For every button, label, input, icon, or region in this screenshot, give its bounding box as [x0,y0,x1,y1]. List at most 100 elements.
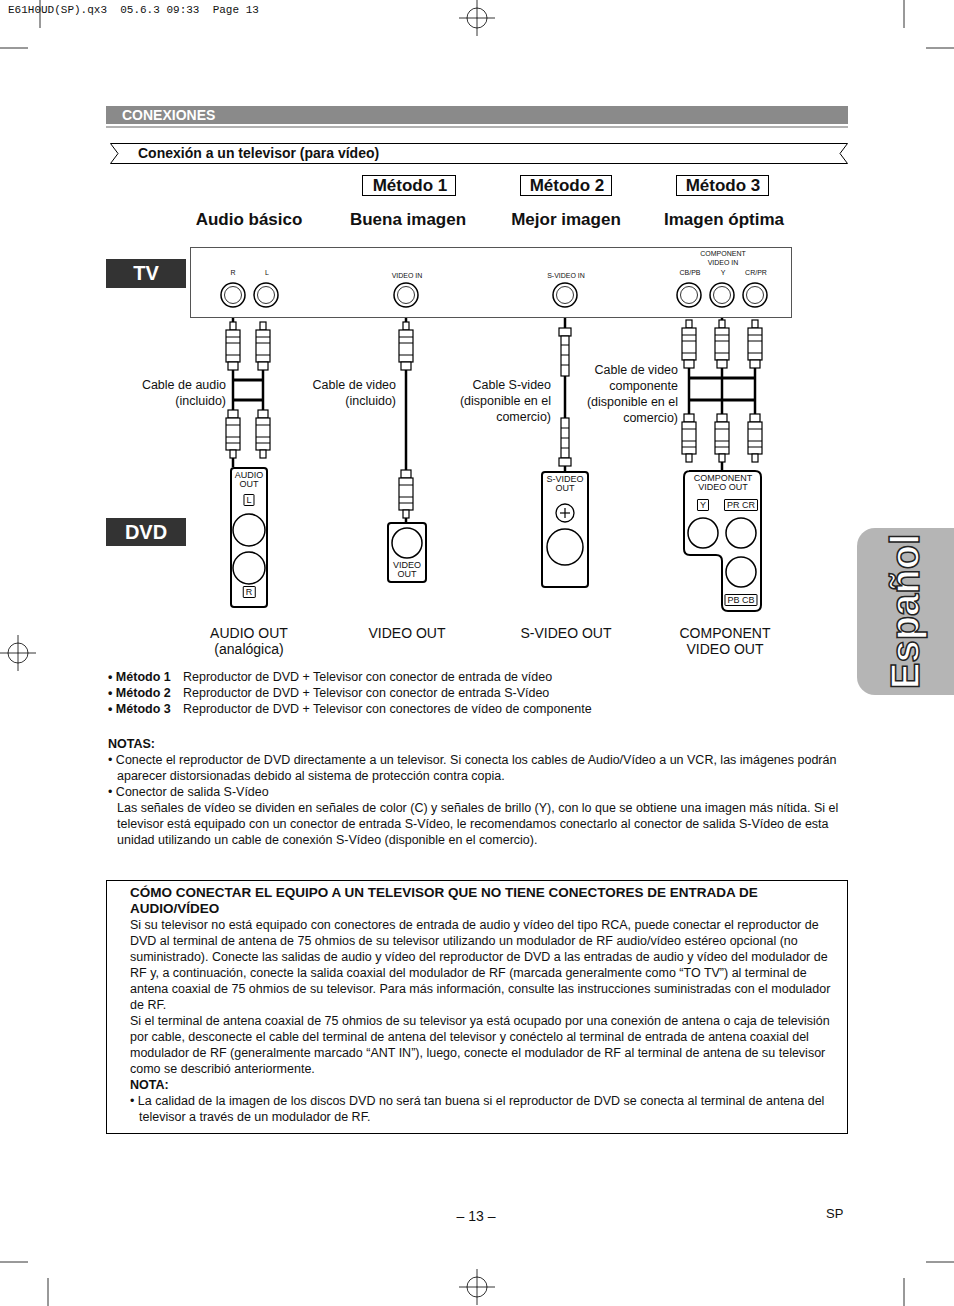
crop-mark [0,1262,28,1263]
cable-joint [689,399,755,402]
rule [106,126,848,128]
plug-tip [686,320,692,328]
tv-jack [747,287,764,304]
plug-tip [260,450,266,458]
cable-label: Cable de video componente (disponible en… [582,362,678,426]
method-box: Método 2 [520,175,612,196]
plug-band [226,337,240,338]
plug-band [715,335,729,336]
plug-band [256,425,270,426]
cable-wire [688,368,691,414]
plug-band [748,341,762,342]
plug-neck [684,360,694,368]
tv-jack [743,283,767,307]
plug-neck [401,362,411,370]
plug-band [682,353,696,354]
note-text: • Conecte el reproductor de DVD directam… [108,752,848,784]
print-slug: E61H0UD(SP).qx3 05.6.3 09:33 Page 13 [8,3,259,17]
dvd-jack [233,514,265,546]
plug-body [748,422,762,454]
plug-band [682,335,696,336]
plug-neck [750,360,760,368]
node-text: CR/PR [745,269,767,277]
node-text: S-VIDEO OUT [544,475,586,493]
node-text: CB/PB [679,269,700,277]
node-text: AUDIO OUT [232,471,266,489]
plug-neck [228,362,238,370]
dvd-jack [726,518,756,548]
jack-panel: AUDIO OUTLR [230,467,268,608]
plug-band [715,447,729,448]
plug-band [561,345,569,346]
plug-neck [258,410,268,418]
plug-band [561,365,569,366]
cable-label: Cable de audio (incluido) [126,377,226,409]
dvd-jack [688,518,718,548]
plug-band [715,441,729,442]
plug-band [256,355,270,356]
plug-band [256,437,270,438]
registration-mark [477,1269,478,1305]
plug-band [715,341,729,342]
plug-band [748,335,762,336]
plug-band [226,343,240,344]
node-text: R [243,586,256,598]
plug-band [682,441,696,442]
page-number: SP [826,1206,843,1222]
plug-body [748,328,762,360]
plug-band [399,485,413,486]
node-text: CONEXIONES [122,107,215,123]
node-text: Español [857,528,954,695]
plug-tip [752,320,758,328]
note-text: • Método 1 [108,669,171,685]
jack-caption: AUDIO OUT (analógica) [189,625,309,657]
note-text: • Método 2 [108,685,171,701]
node-text: Y [721,269,726,277]
node-text: CÓMO CONECTAR EL EQUIPO A UN TELEVISOR Q… [130,885,837,917]
tv-jack [394,283,418,307]
note-text: Reproductor de DVD + Televisor con conec… [183,685,843,701]
plug-band [256,337,270,338]
plug-band [748,429,762,430]
plug-body [399,478,413,510]
node-text: Método 3 [686,176,761,195]
plug-body [256,418,270,450]
plug-band [682,341,696,342]
plug-body [226,330,240,362]
plug-band [399,343,413,344]
plug-body [256,330,270,362]
jack-caption: COMPONENT VIDEO OUT [670,625,780,657]
column-heading: Mejor imagen [491,209,641,230]
subsection-band: Conexión a un televisor (para vídeo) [110,143,848,164]
cable-label: Cable S-video (disponible en el comercio… [455,377,551,425]
tv-jack [398,287,415,304]
plug-band [715,429,729,430]
plug-tip [752,454,758,462]
node-text: Si el terminal de antena coaxial de 75 o… [130,1013,837,1077]
plug-band [561,448,569,449]
jack-panel: VIDEO OUT [387,522,427,583]
crop-mark [904,1278,905,1306]
column-heading: Audio básico [174,209,324,230]
plug-tip [559,458,571,466]
cable-joint [233,379,263,382]
cable-joint [233,399,263,402]
dvd-jack [233,552,265,584]
plug-band [226,425,240,426]
plug-band [399,503,413,504]
method-box: Método 1 [362,175,456,196]
tv-jack [557,287,574,304]
tv-jack [677,283,701,307]
plug-body [561,336,569,376]
registration-mark [18,635,19,671]
plug-tip [719,320,725,328]
svideo-jack [556,504,574,522]
plug-neck [750,414,760,422]
plug-tip [559,328,571,336]
plug-neck [684,414,694,422]
cable-wire [262,370,265,410]
crop-mark [926,48,954,49]
plug-tip [230,450,236,458]
dvd-jack [726,557,756,587]
